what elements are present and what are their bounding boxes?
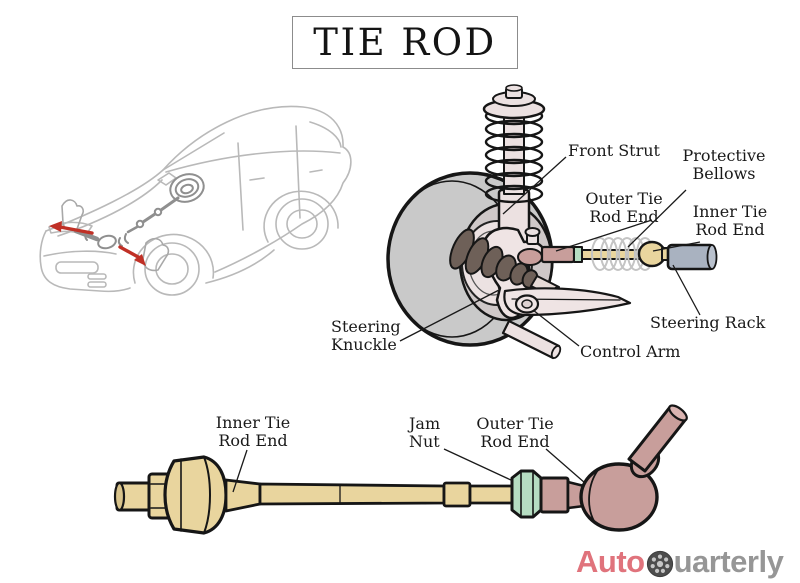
control-arm-drawing [501,287,632,360]
leader-steering-knuckle [399,289,500,342]
leader-jam-nut [443,448,514,482]
wheel-icon [646,550,673,577]
front-wheel-arch [132,233,215,284]
inner-tie-rod-end-part [113,455,262,535]
label-front-strut: Front Strut [568,141,660,160]
car-sketch [39,105,352,296]
leader-outer-tie-rod-end-top [555,219,653,252]
title-box: TIE ROD [292,16,518,69]
outer-tie-rod-end-part [539,404,688,532]
outer-tie-rod-drawing [517,245,643,266]
inner-tie-rod-drawing [637,240,671,268]
leader-outer-tie-rod-end-bottom [545,448,586,484]
logo: Auto uarterly [576,544,784,579]
leader-protective-bellows [627,189,687,248]
leader-inner-tie-rod-end-bottom [232,449,248,493]
label-jam-nut: Jam Nut [409,414,441,452]
rear-wheel-arch [263,190,339,243]
tie-rod-part-diagram [113,404,688,535]
label-control-arm: Control Arm [580,342,681,361]
leader-inner-tie-rod-end-top [652,241,701,252]
label-steering-knuckle: Steering Knuckle [331,317,401,355]
label-steering-rack: Steering Rack [650,313,766,332]
tie-rod-highlight [49,221,146,266]
logo-auto: Auto [576,544,645,579]
label-outer-tie-rod-end-top: Outer Tie Rod End [585,189,663,227]
jam-nut-part [510,469,543,519]
leader-steering-rack [672,264,701,316]
page-title: TIE ROD [313,21,497,64]
logo-quarterly: uarterly [673,544,784,579]
label-inner-tie-rod-end-top: Inner Tie Rod End [692,202,768,240]
tie-rod-shaft-part [258,481,514,508]
steering-rack-drawing [666,243,718,271]
leader-control-arm [532,309,580,347]
label-protective-bellows: Protective Bellows [682,146,766,184]
suspension-diagram [386,84,718,360]
leader-lines [232,156,701,493]
leader-front-strut [502,156,567,215]
car-steering-sketch [61,173,205,272]
label-outer-tie-rod-end-bottom: Outer Tie Rod End [476,414,554,452]
label-inner-tie-rod-end-bottom: Inner Tie Rod End [215,413,291,451]
